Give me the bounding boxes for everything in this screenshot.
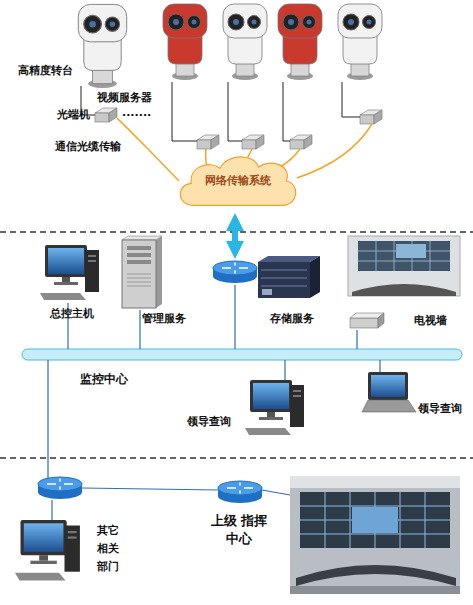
storage-rack [258, 256, 320, 298]
encoder-node: 视频服务器光端机 [95, 108, 117, 122]
node-label: 管理服务 [142, 312, 186, 326]
zone-separator [0, 457, 473, 459]
ellipsis-mark: ....... [122, 106, 151, 120]
node-label: 总控主机 [50, 307, 94, 321]
connector [117, 118, 179, 181]
node-label: 上级 指挥中心 [206, 512, 272, 548]
node-label: 其它 相关 部门 [97, 522, 127, 576]
uplink-arrow [232, 222, 238, 250]
node-label: 高精度转台 [5, 64, 73, 78]
cable-label: 通信光缆传输 [55, 140, 121, 154]
encoder-box [242, 135, 264, 149]
core-router [213, 261, 257, 283]
network-cloud: 网络传输系统 [175, 152, 300, 210]
encoder-box [360, 110, 382, 124]
video-wire [172, 82, 360, 141]
management-server: 管理服务 [122, 236, 162, 310]
video-wall: 电视墙 [348, 236, 460, 330]
camera-node: 高精度转台 [75, 0, 131, 86]
camera [163, 4, 207, 80]
zone-label: 监控中心 [80, 372, 128, 386]
camera [78, 4, 126, 88]
branch-router [38, 477, 82, 499]
storage-server: 存储服务 [258, 256, 320, 298]
laptop [362, 372, 416, 412]
node-label: 存储服务 [270, 312, 314, 326]
command-center-photo [290, 476, 460, 594]
node-label: 领导查询 [187, 415, 231, 429]
host-pc [40, 245, 99, 300]
video-wall-photo [348, 236, 460, 328]
department-pc [15, 520, 80, 581]
encoder-box [197, 135, 219, 149]
control-host: 总控主机 [40, 245, 100, 302]
network-bus [22, 349, 462, 360]
server-tower [122, 236, 162, 308]
camera [223, 4, 267, 80]
query-laptop: 领导查询 [362, 372, 418, 416]
camera [278, 4, 322, 80]
node-label: 领导查询 [418, 402, 462, 416]
node-label: 光端机 [40, 108, 90, 122]
department-pc: 其它 相关 部门 [15, 520, 81, 586]
node-label: 视频服务器 [97, 91, 152, 105]
encoder-box [95, 108, 117, 122]
node-label: 电视墙 [414, 314, 447, 328]
node-label: 网络传输系统 [175, 174, 300, 188]
query-pc: 领导查询 [245, 380, 305, 437]
upper-router [218, 481, 262, 503]
camera [338, 4, 382, 80]
query-pc [245, 380, 304, 435]
encoder-box [290, 135, 312, 149]
command-center: 上级 指挥中心 [290, 476, 460, 594]
